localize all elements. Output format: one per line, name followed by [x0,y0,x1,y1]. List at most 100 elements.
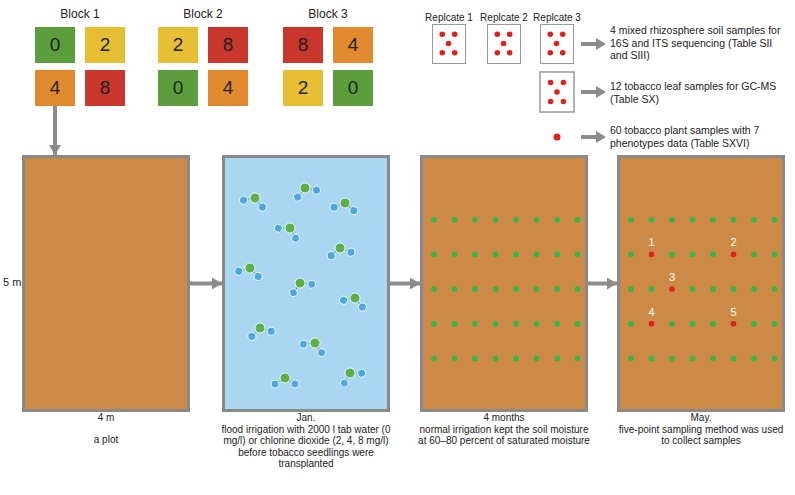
tobacco-plant [513,356,519,362]
oxygen-atom [288,287,299,298]
time-label: Jan. [219,412,393,424]
tobacco-plant [690,286,696,292]
tobacco-plant [431,252,437,258]
tobacco-plant [575,321,581,327]
tobacco-plant [554,217,560,223]
output-note: 4 mixed rhizosphere soil samples for 16S… [610,24,792,62]
flow-arrow [53,106,57,155]
chlorine-atom [343,366,357,380]
oxygen-atom [247,331,257,341]
chlorine-dioxide-molecule [285,273,317,298]
sample-dot [495,50,501,56]
treatment-square: 0 [158,70,198,106]
treatment-square: 0 [35,27,75,63]
tobacco-plant [772,356,778,362]
block-label: Block 3 [308,7,347,21]
treatment-square: 4 [333,27,373,63]
tobacco-plant [751,252,757,258]
oxygen-atom [234,266,244,276]
tobacco-plant [575,217,581,223]
oxygen-atom [327,251,336,260]
tobacco-plant [554,286,560,292]
plot-ground [25,158,187,409]
sampling-point-number: 3 [669,271,675,284]
output-arrow [581,90,598,94]
oxygen-atom [253,271,263,281]
sample-dot [548,80,554,86]
plot-caption: 4 ma plot [19,412,193,445]
tobacco-plant [575,252,581,258]
replicate-sheet: Replcate 1 [432,24,466,64]
chlorine-dioxide-molecule [238,189,269,213]
field-plot: Jan.flood irrigation with 2000 l tab wat… [222,155,390,412]
oxygen-atom [311,185,321,195]
tobacco-plant [575,356,581,362]
chlorine-atom [244,262,256,274]
replicate-dots [488,25,519,62]
sample-dot [440,31,446,37]
dimension-label: 5 m [3,276,21,289]
tobacco-plant [513,321,519,327]
oxygen-atom [298,339,309,350]
chlorine-dioxide-molecule [273,217,305,244]
plot-caption: Jan.flood irrigation with 2000 l tab wat… [219,412,393,470]
time-label: 4 m [19,412,193,424]
treatment-square: 8 [208,27,248,63]
oxygen-atom [257,202,267,212]
tobacco-plant [472,217,478,223]
replicate-sheet: Replcate 2 [487,24,521,64]
tobacco-plant [628,356,634,362]
sample-dot [554,89,560,95]
sample-dot [548,50,554,56]
chlorine-dioxide-molecule [245,320,276,342]
oxygen-atom [357,302,367,312]
tobacco-plant [710,252,716,258]
replicate-heading: Replcate 3 [533,12,581,23]
chlorine-dioxide-molecule [290,179,321,203]
sample-dot [548,31,554,37]
sampled-plant [649,252,655,258]
chlorine-atom [308,336,321,349]
chlorine-dioxide-molecule [329,196,359,216]
tobacco-plant [710,321,716,327]
chlorine-atom [293,276,306,289]
sample-dot [446,41,452,47]
field-plot: 4 ma plot [22,155,190,412]
tobacco-plant [431,217,437,223]
chlorine-atom [249,192,262,205]
sample-dots [548,80,566,105]
tobacco-plant [452,286,458,292]
concentration-value: 8 [223,34,234,56]
tobacco-plant [554,356,560,362]
tobacco-plant [575,286,581,292]
oxygen-atom [349,206,358,215]
concentration-value: 0 [348,77,359,99]
tobacco-plant [431,321,437,327]
oxygen-atom [273,223,284,234]
sample-dot [554,41,560,47]
time-label: 4 months [417,412,591,424]
output-note: 60 tobacco plant samples with 7 phenotyp… [610,124,792,149]
sample-dot [560,50,566,56]
flow-arrow [588,282,617,286]
tobacco-plant [534,286,540,292]
sampling-point-number: 4 [648,306,654,319]
plot-ground [225,158,387,409]
treatment-square: 4 [35,70,75,106]
tobacco-plant [628,321,634,327]
sampling-point-number: 1 [648,236,654,249]
concentration-value: 8 [100,77,111,99]
sample-sheet [540,72,574,112]
tobacco-plant [452,252,458,258]
flow-arrow [190,282,222,286]
tobacco-plant [669,252,675,258]
chlorine-atom [349,292,362,305]
tobacco-plant [452,321,458,327]
block-label: Block 2 [183,7,222,21]
tobacco-plant [690,252,696,258]
output-arrow [581,42,598,46]
replicate-dots [541,25,572,62]
tobacco-plant [731,356,737,362]
oxygen-atom [306,279,317,290]
